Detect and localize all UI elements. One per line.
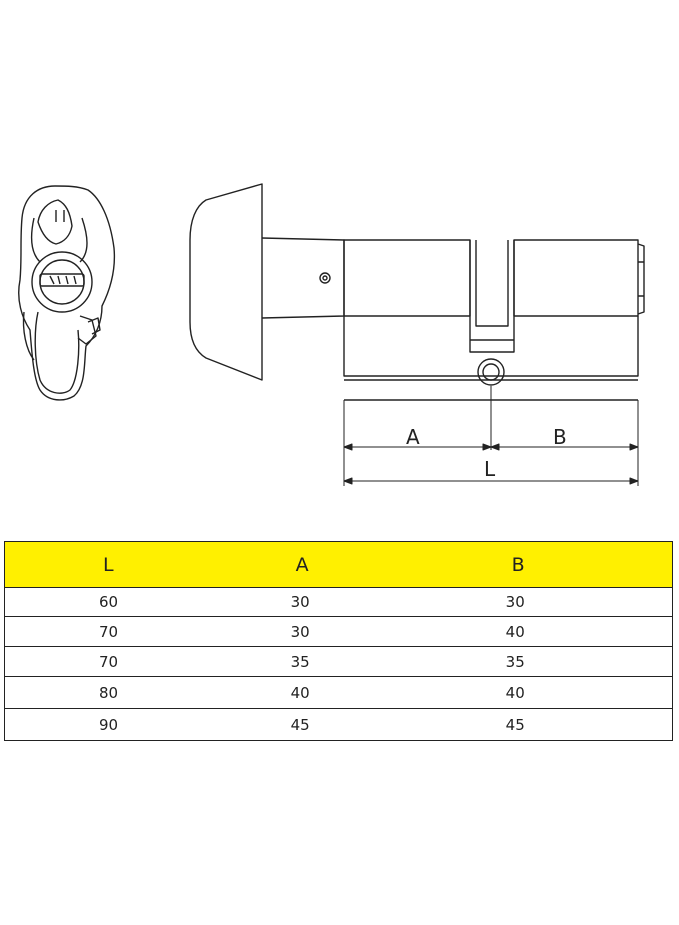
header-a: A	[211, 541, 419, 588]
end-view	[18, 185, 116, 401]
cell-a: 30	[211, 587, 419, 617]
screw-hole-icon	[319, 272, 331, 284]
cell-b: 30	[418, 587, 673, 617]
cell-l: 60	[3, 587, 212, 617]
dimension-label-a: A	[406, 425, 420, 449]
cam-screw-icon	[477, 358, 505, 386]
header-l: L	[3, 541, 212, 588]
header-b: B	[418, 541, 673, 588]
cell-b: 40	[418, 616, 673, 647]
cell-l: 70	[3, 646, 212, 677]
table-row: 70 35 35	[3, 646, 673, 677]
cylinder-body	[343, 239, 645, 401]
cell-l: 90	[3, 708, 212, 741]
dimension-label-l: L	[484, 457, 496, 481]
table-row: 60 30 30	[3, 587, 673, 617]
table-header-row: L A B	[3, 541, 673, 588]
cell-a: 40	[211, 676, 419, 709]
cell-a: 35	[211, 646, 419, 677]
cell-b: 35	[418, 646, 673, 677]
table-row: 90 45 45	[3, 708, 673, 741]
cell-b: 40	[418, 676, 673, 709]
cell-b: 45	[418, 708, 673, 741]
dimension-lines	[343, 386, 639, 486]
dimension-label-b: B	[553, 425, 567, 449]
table-row: 70 30 40	[3, 616, 673, 647]
cell-l: 80	[3, 676, 212, 709]
cell-a: 45	[211, 708, 419, 741]
table-row: 80 40 40	[3, 676, 673, 709]
cylinder-lock-diagram: A B L	[18, 183, 645, 486]
knob-side	[189, 183, 345, 381]
cell-l: 70	[3, 616, 212, 647]
dimensions-table: L A B 60 30 30 70 30 40 70 35 35 80 40 4…	[3, 541, 673, 741]
cell-a: 30	[211, 616, 419, 647]
